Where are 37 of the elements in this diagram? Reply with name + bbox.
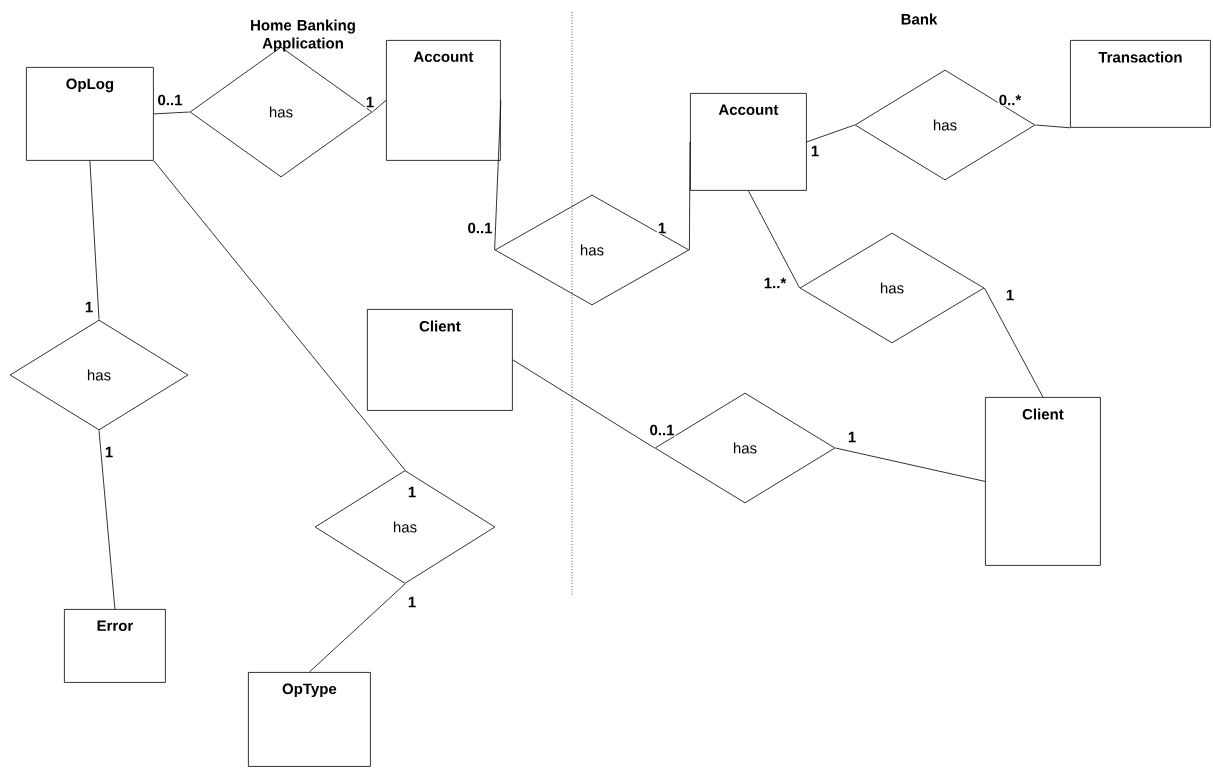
connector-line	[512, 359, 655, 449]
connector-line	[372, 100, 387, 113]
entity-box: Account	[690, 93, 807, 191]
multiplicity-label: 0..1	[156, 93, 184, 107]
multiplicity-label: 1	[809, 144, 821, 158]
section-title: Bank	[901, 13, 938, 25]
multiplicity-label: 1	[83, 300, 95, 314]
multiplicity-label: 1	[656, 221, 668, 235]
connector-line	[494, 100, 502, 251]
multiplicity-label: 1	[846, 430, 858, 444]
entity-box: Client	[985, 397, 1101, 566]
entity-box: Error	[64, 609, 166, 683]
multiplicity-label: 0..1	[648, 423, 676, 437]
multiplicity-label: 1	[1004, 288, 1016, 302]
connector-line	[748, 190, 800, 289]
entity-box: Account	[386, 40, 501, 161]
multiplicity-label: 1	[103, 445, 115, 459]
multiplicity-label: 0..*	[997, 93, 1023, 107]
connector-line	[98, 430, 116, 610]
connector-line	[153, 111, 190, 115]
multiplicity-label: 1..*	[762, 276, 788, 290]
multiplicity-label: 1	[364, 95, 376, 109]
multiplicity-label: 1	[406, 485, 418, 499]
connector-line	[1035, 124, 1071, 129]
connector-line	[984, 287, 1044, 398]
entity-box: OpLog	[26, 67, 154, 161]
connector-line	[153, 160, 406, 471]
connector-line	[806, 124, 855, 143]
connector-line	[89, 160, 100, 320]
connector-line	[835, 447, 986, 482]
connector-line	[309, 583, 406, 673]
entity-box: Transaction	[1070, 40, 1211, 128]
entity-box: OpType	[248, 672, 371, 767]
multiplicity-label: 0..1	[466, 221, 494, 235]
multiplicity-label: 1	[406, 595, 418, 609]
entity-box: Client	[367, 309, 513, 411]
connector-line	[689, 141, 691, 251]
